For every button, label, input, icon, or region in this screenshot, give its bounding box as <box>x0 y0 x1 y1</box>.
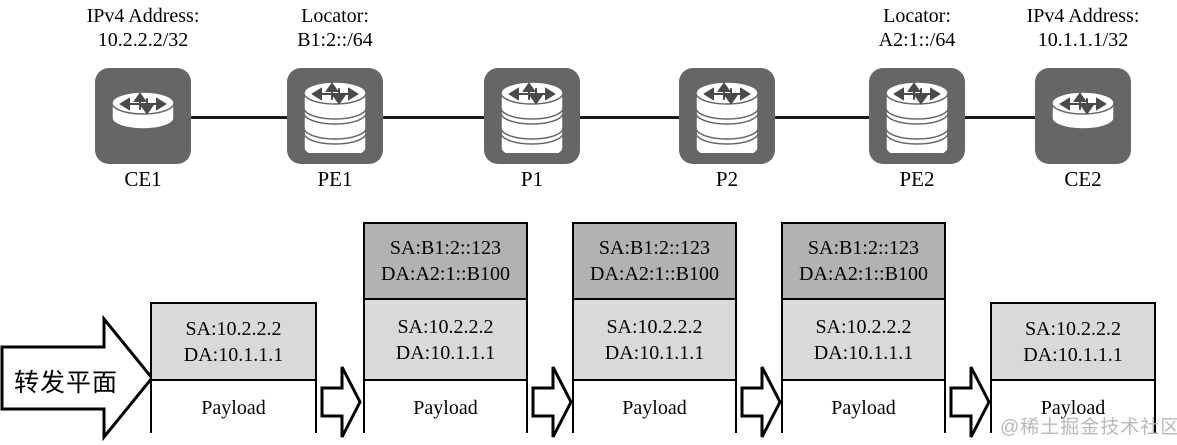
packet-field: SA:10.2.2.2 <box>397 315 494 338</box>
link-p1-p2 <box>580 116 679 119</box>
router-stack-icon <box>692 79 762 153</box>
annotation-pe1-loc: Locator:B1:2::/64 <box>220 4 450 53</box>
router-icon <box>1048 89 1118 143</box>
packet-field: DA:10.1.1.1 <box>1023 343 1123 366</box>
node-label-ce2: CE2 <box>1064 167 1102 191</box>
topology-node-p1 <box>484 68 580 164</box>
packet-field: Payload <box>201 397 266 419</box>
annotation-line-1: IPv4 Address: <box>86 5 200 27</box>
packet-4-payload-segment: Payload <box>783 381 944 435</box>
flow-arrow-3 <box>740 366 782 438</box>
node-label-p2: P2 <box>715 167 739 191</box>
packet-field: SA:10.2.2.2 <box>815 315 912 338</box>
annotation-line-2: 10.2.2.2/32 <box>97 29 189 52</box>
packet-field: Payload <box>1040 397 1106 419</box>
annotation-line-2: B1:2::/64 <box>297 29 373 52</box>
node-label-p1: P1 <box>520 167 544 191</box>
router-stack-icon <box>300 79 370 153</box>
packet-field: DA:A2:1::B100 <box>799 263 928 285</box>
packet-field: DA:10.1.1.1 <box>395 341 496 364</box>
link-pe2-ce2 <box>965 116 1035 119</box>
packet-field: SA:B1:2::123 <box>807 237 920 259</box>
packet-field: SA:10.2.2.2 <box>606 315 703 338</box>
packet-field: SA:B1:2::123 <box>389 237 502 259</box>
packet-field: Payload <box>831 397 896 419</box>
packet-field: SA:10.2.2.2 <box>1024 317 1122 340</box>
topology-node-ce1 <box>95 68 191 164</box>
packet-1-payload-segment: Payload <box>152 381 315 435</box>
link-ce1-pe1 <box>191 116 287 119</box>
packet-field: DA:10.1.1.1 <box>604 341 705 364</box>
router-stack-icon <box>882 79 952 153</box>
annotation-line-1: Locator: <box>883 5 951 27</box>
packet-field: Payload <box>413 397 478 419</box>
packet-2-payload-segment: Payload <box>365 381 526 435</box>
node-label-ce1: CE1 <box>124 167 162 191</box>
router-icon <box>108 89 178 143</box>
annotation-line-2: A2:1::/64 <box>878 29 956 52</box>
topology-node-pe1 <box>287 68 383 164</box>
flow-arrow-4 <box>949 366 991 438</box>
annotation-line-2: 10.1.1.1/32 <box>1037 29 1129 52</box>
flow-arrow-1 <box>320 366 362 438</box>
packet-field: DA:10.1.1.1 <box>183 343 284 366</box>
packet-field: SA:B1:2::123 <box>598 237 711 259</box>
topology-node-ce2 <box>1035 68 1131 164</box>
topology-node-pe2 <box>869 68 965 164</box>
router-stack-icon <box>497 79 567 153</box>
node-label-pe1: PE1 <box>317 167 353 191</box>
annotation-ce2-addr: IPv4 Address:10.1.1.1/32 <box>968 4 1177 53</box>
packet-field: DA:A2:1::B100 <box>590 263 719 285</box>
packet-field: SA:10.2.2.2 <box>185 317 282 340</box>
annotation-pe2-loc: Locator:A2:1::/64 <box>802 4 1032 53</box>
flow-arrow-2 <box>531 366 573 438</box>
topology-node-p2 <box>679 68 775 164</box>
forwarding-plane-label: 转发平面 <box>14 370 119 397</box>
packet-field: DA:A2:1::B100 <box>381 263 510 285</box>
link-p2-pe2 <box>775 116 869 119</box>
packet-3-payload-segment: Payload <box>574 381 735 435</box>
annotation-line-1: IPv4 Address: <box>1026 5 1140 27</box>
link-pe1-p1 <box>383 116 484 119</box>
packet-5-payload-segment: Payload <box>992 381 1154 435</box>
node-label-pe2: PE2 <box>899 167 935 191</box>
annotation-line-1: Locator: <box>301 5 369 27</box>
annotation-ce1-addr: IPv4 Address:10.2.2.2/32 <box>28 4 258 53</box>
packet-field: DA:10.1.1.1 <box>813 341 914 364</box>
packet-field: Payload <box>622 397 687 419</box>
watermark: @稀土掘金技术社区 <box>1000 417 1177 438</box>
forwarding-plane-arrow <box>0 314 154 442</box>
